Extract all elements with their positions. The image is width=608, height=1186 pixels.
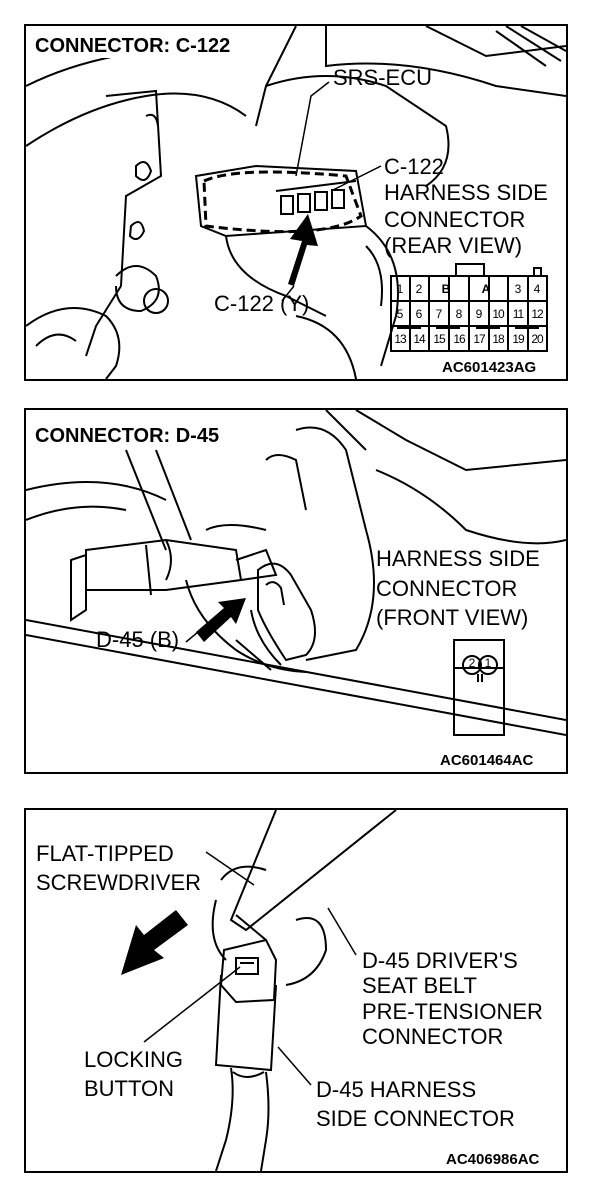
- c122-figure-code: AC601423AG: [440, 359, 539, 377]
- d45-panel-title: CONNECTOR: D-45: [32, 424, 223, 449]
- locking-button-label: LOCKING BUTTON: [84, 1047, 184, 1101]
- pin-2: 2: [415, 282, 423, 296]
- pin-18: 18: [492, 332, 504, 346]
- pin-5: 5: [396, 307, 404, 321]
- pin-12: 12: [531, 307, 543, 321]
- pin-20: 20: [531, 332, 543, 346]
- pin-14: 14: [413, 332, 425, 346]
- c122-panel-title: CONNECTOR: C-122: [32, 34, 234, 59]
- pin-3: 3: [514, 282, 522, 296]
- pin-1: 1: [396, 282, 404, 296]
- d45-harness-side-label: D-45 HARNESS SIDE CONNECTOR: [316, 1077, 515, 1131]
- pin-6: 6: [415, 307, 423, 321]
- pin-7: 7: [435, 307, 443, 321]
- pin-16: 16: [453, 332, 465, 346]
- pin-b: B: [441, 282, 451, 296]
- srs-ecu-label: SRS-ECU: [333, 65, 433, 90]
- pin-19: 19: [512, 332, 524, 346]
- disconnect-procedure-panel: FLAT-TIPPED SCREWDRIVER D-45 DRIVER'S SE…: [24, 808, 568, 1173]
- d45-figure-code: AC601464AC: [438, 752, 536, 770]
- pin-13: 13: [394, 332, 406, 346]
- connector-d45-panel: CONNECTOR: D-45 HARNESS SIDE CONNECTOR (…: [24, 408, 568, 774]
- c122-illustration: [26, 26, 566, 379]
- pretensioner-connector-label: D-45 DRIVER'S SEAT BELT PRE-TENSIONER CO…: [362, 948, 543, 1049]
- pin-17: 17: [473, 332, 485, 346]
- pin-10: 10: [492, 307, 504, 321]
- d45-pin-1: 1: [484, 656, 492, 670]
- d45-pin-2: 2: [468, 656, 476, 670]
- pin-11: 11: [512, 307, 524, 321]
- pin-4: 4: [533, 282, 541, 296]
- d45-harness-callout: HARNESS SIDE CONNECTOR (FRONT VIEW): [376, 546, 540, 631]
- d45-illustration: [26, 410, 566, 736]
- pin-8: 8: [455, 307, 463, 321]
- pin-a: A: [481, 282, 491, 296]
- disconnect-figure-code: AC406986AC: [444, 1151, 542, 1169]
- c122-connector-label: C-122 (Y): [214, 291, 310, 316]
- pin-9: 9: [475, 307, 483, 321]
- flat-tipped-screwdriver-label: FLAT-TIPPED SCREWDRIVER: [36, 841, 202, 895]
- connector-c122-panel: CONNECTOR: C-122 SRS-ECU C-122 HARNESS S…: [24, 24, 568, 381]
- d45-connector-label: D-45 (B): [96, 627, 180, 652]
- pin-15: 15: [433, 332, 445, 346]
- c122-harness-callout: C-122 HARNESS SIDE CONNECTOR (REAR VIEW): [384, 154, 548, 259]
- disconnect-illustration: [121, 810, 397, 1171]
